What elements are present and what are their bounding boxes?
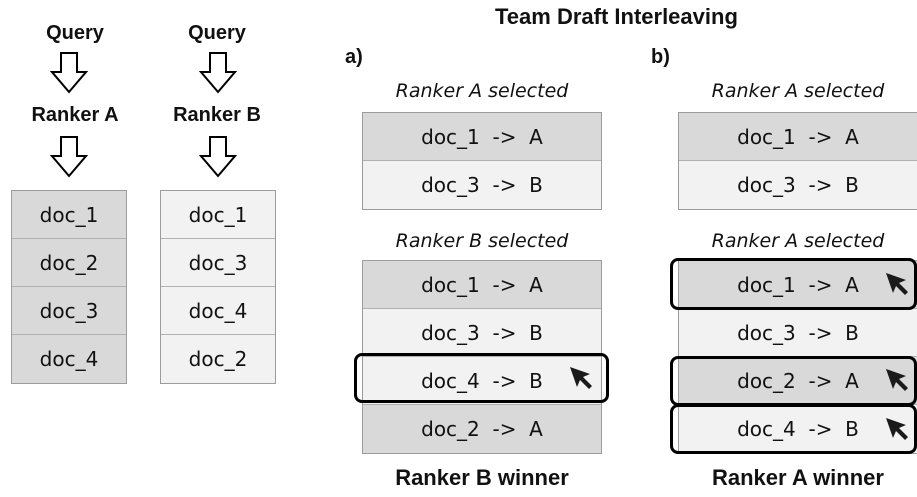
down-arrow-icon [199,52,237,94]
down-arrow-icon [50,136,88,178]
panel-b-step2-label: Ranker A selected [711,230,885,252]
list-item: doc_4 [161,287,275,335]
list-item: doc_2 [161,335,275,383]
list-item: doc_2 -> A [363,405,601,453]
cursor-icon [886,418,908,440]
query-label-b: Query [188,22,246,44]
list-item: doc_3 -> B [363,161,601,209]
cursor-icon [886,369,908,391]
panel-a-step2-label: Ranker B selected [395,230,569,252]
list-item: doc_1 [161,191,275,239]
list-item: doc_3 -> B [679,309,917,357]
list-item: doc_3 -> B [363,309,601,357]
list-item: doc_2 -> A [679,357,917,405]
list-item: doc_2 [12,239,126,287]
panel-b-step1-box: doc_1 -> A doc_3 -> B [678,112,917,210]
list-item: doc_3 [161,239,275,287]
panel-a-step1-box: doc_1 -> A doc_3 -> B [362,112,602,210]
diagram-title: Team Draft Interleaving [495,4,738,29]
panel-a-winner: Ranker B winner [395,465,569,490]
ranker-a-label: Ranker A [31,104,119,126]
ranker-a-list: doc_1 doc_2 doc_3 doc_4 [11,190,127,384]
down-arrow-icon [199,136,237,178]
list-item: doc_1 -> A [363,261,601,309]
ranker-b-list: doc_1 doc_3 doc_4 doc_2 [160,190,276,384]
list-item: doc_1 -> A [679,113,917,161]
panel-b-label: b) [651,46,670,68]
cursor-icon [886,273,908,295]
list-item: doc_4 -> B [679,405,917,453]
panel-b-step2-box: doc_1 -> A doc_3 -> B doc_2 -> A doc_4 -… [678,260,917,454]
cursor-icon [570,367,592,389]
list-item: doc_1 -> A [679,261,917,309]
panel-a-step2-box: doc_1 -> A doc_3 -> B doc_4 -> B doc_2 -… [362,260,602,454]
query-label-a: Query [46,22,104,44]
panel-a-label: a) [345,46,363,68]
list-item: doc_1 [12,191,126,239]
down-arrow-icon [50,52,88,94]
panel-b-step1-label: Ranker A selected [711,80,885,102]
panel-b-winner: Ranker A winner [712,465,884,490]
list-item: doc_3 -> B [679,161,917,209]
list-item: doc_1 -> A [363,113,601,161]
ranker-b-label: Ranker B [173,104,261,126]
panel-a-step1-label: Ranker A selected [395,80,569,102]
list-item: doc_4 -> B [363,357,601,405]
list-item: doc_3 [12,287,126,335]
list-item: doc_4 [12,335,126,383]
